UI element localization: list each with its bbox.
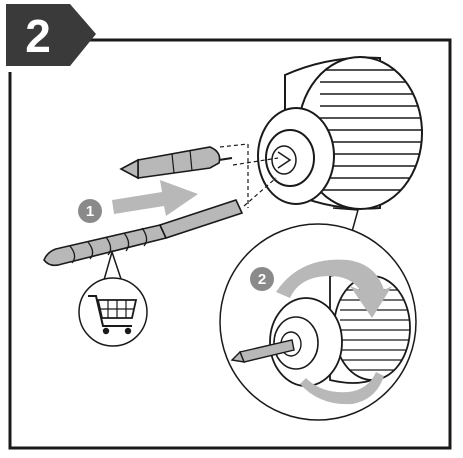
drill-chuck-icon (257, 56, 423, 210)
step-marker-1: 1 (78, 199, 102, 223)
step-number: 2 (25, 10, 51, 62)
screwdriver-bit-icon (119, 146, 233, 180)
step-badge-icon (6, 4, 96, 66)
drill-bit-icon (43, 199, 244, 267)
step-marker-2: 2 (250, 267, 274, 291)
panel-frame (8, 38, 452, 450)
rotation-arrow-icon (276, 259, 392, 405)
insert-arrow-icon (112, 180, 198, 216)
alignment-guide (219, 143, 279, 208)
shopping-cart-icon (78, 249, 148, 347)
